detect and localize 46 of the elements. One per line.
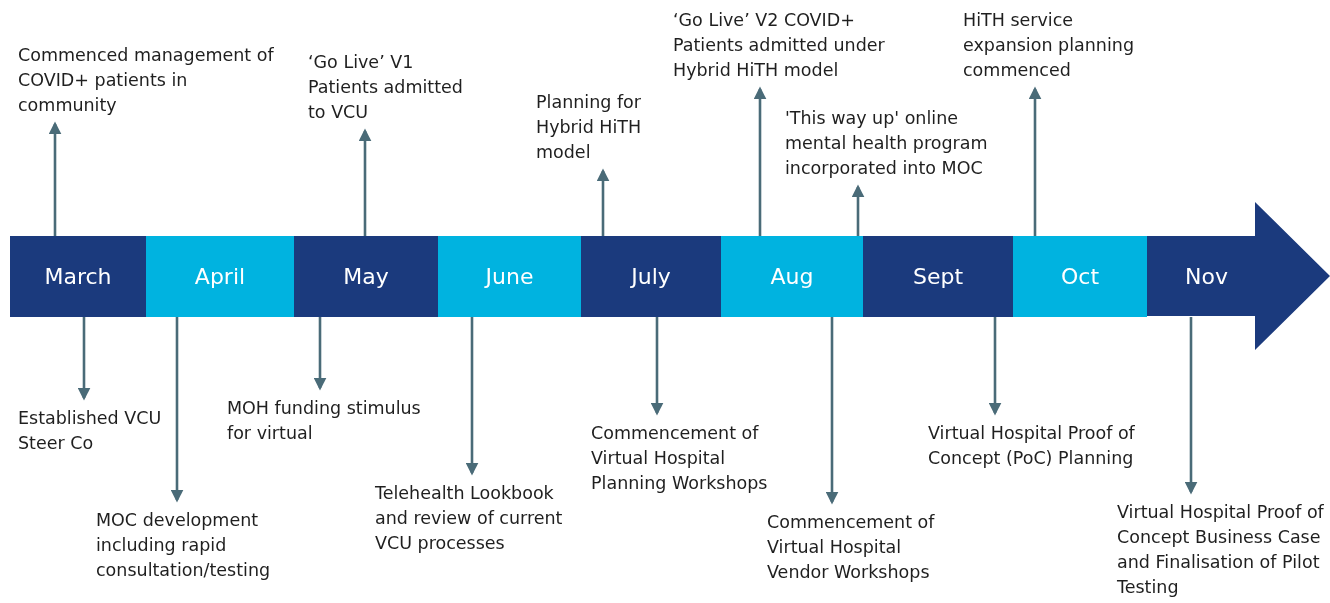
arrow: [650, 317, 664, 416]
arrow: [1028, 86, 1042, 236]
month-segment: [1013, 236, 1147, 317]
milestone-text: MOC development including rapid consultation/testing: [96, 508, 306, 583]
arrow: [77, 317, 91, 401]
milestone-text: Planning for Hybrid HiTH model: [536, 90, 671, 165]
month-segment: [581, 236, 721, 317]
month-label: June: [485, 264, 534, 289]
milestone-text: Established VCU Steer Co: [18, 406, 168, 456]
arrow: [988, 317, 1002, 416]
arrow: [358, 128, 372, 236]
arrow: [465, 317, 479, 476]
month-label: April: [194, 264, 246, 289]
month-segment: [294, 236, 438, 317]
milestone-text: Commenced management of COVID+ patients in community: [18, 43, 288, 118]
milestone-text: ‘Go Live’ V1 Patients admitted to VCU: [308, 50, 483, 125]
milestone-text: ‘Go Live’ V2 COVID+ Patients admitted under Hybrid HiTH model: [673, 8, 923, 83]
milestone-text: Telehealth Lookbook and review of current VCU processes: [375, 481, 590, 556]
month-label: May: [343, 264, 389, 289]
month-segment: [10, 236, 146, 317]
month-segment: [438, 236, 581, 317]
milestone-text: 'This way up' online mental health program incorporated into MOC: [785, 106, 1020, 181]
month-label: March: [44, 264, 112, 289]
month-segment: [721, 236, 863, 317]
milestone-text: Virtual Hospital Proof of Concept (PoC) Planning: [928, 421, 1148, 471]
arrow: [1184, 317, 1198, 495]
arrow: [48, 121, 62, 236]
milestone-text: MOH funding stimulus for virtual: [227, 396, 427, 446]
month-label: Aug: [770, 264, 814, 289]
month-segment: [863, 236, 1013, 317]
arrow: [170, 317, 184, 503]
month-label: Oct: [1060, 264, 1099, 289]
arrow-segment: [1147, 202, 1330, 350]
arrow: [313, 317, 327, 391]
arrow: [596, 168, 610, 236]
month-label: Nov: [1185, 263, 1228, 289]
month-label: Sept: [912, 264, 964, 289]
arrow: [753, 86, 767, 236]
month-label: July: [631, 264, 671, 289]
milestone-text: Virtual Hospital Proof of Concept Business Case and Finalisation of Pilot Testing: [1117, 500, 1330, 600]
month-segment: [146, 236, 294, 317]
milestone-text: Commencement of Virtual Hospital Vendor Workshops: [767, 510, 967, 585]
milestone-text: Commencement of Virtual Hospital Planning Workshops: [591, 421, 801, 496]
milestone-text: HiTH service expansion planning commenced: [963, 8, 1163, 83]
arrow: [825, 317, 839, 505]
arrow: [851, 184, 865, 236]
